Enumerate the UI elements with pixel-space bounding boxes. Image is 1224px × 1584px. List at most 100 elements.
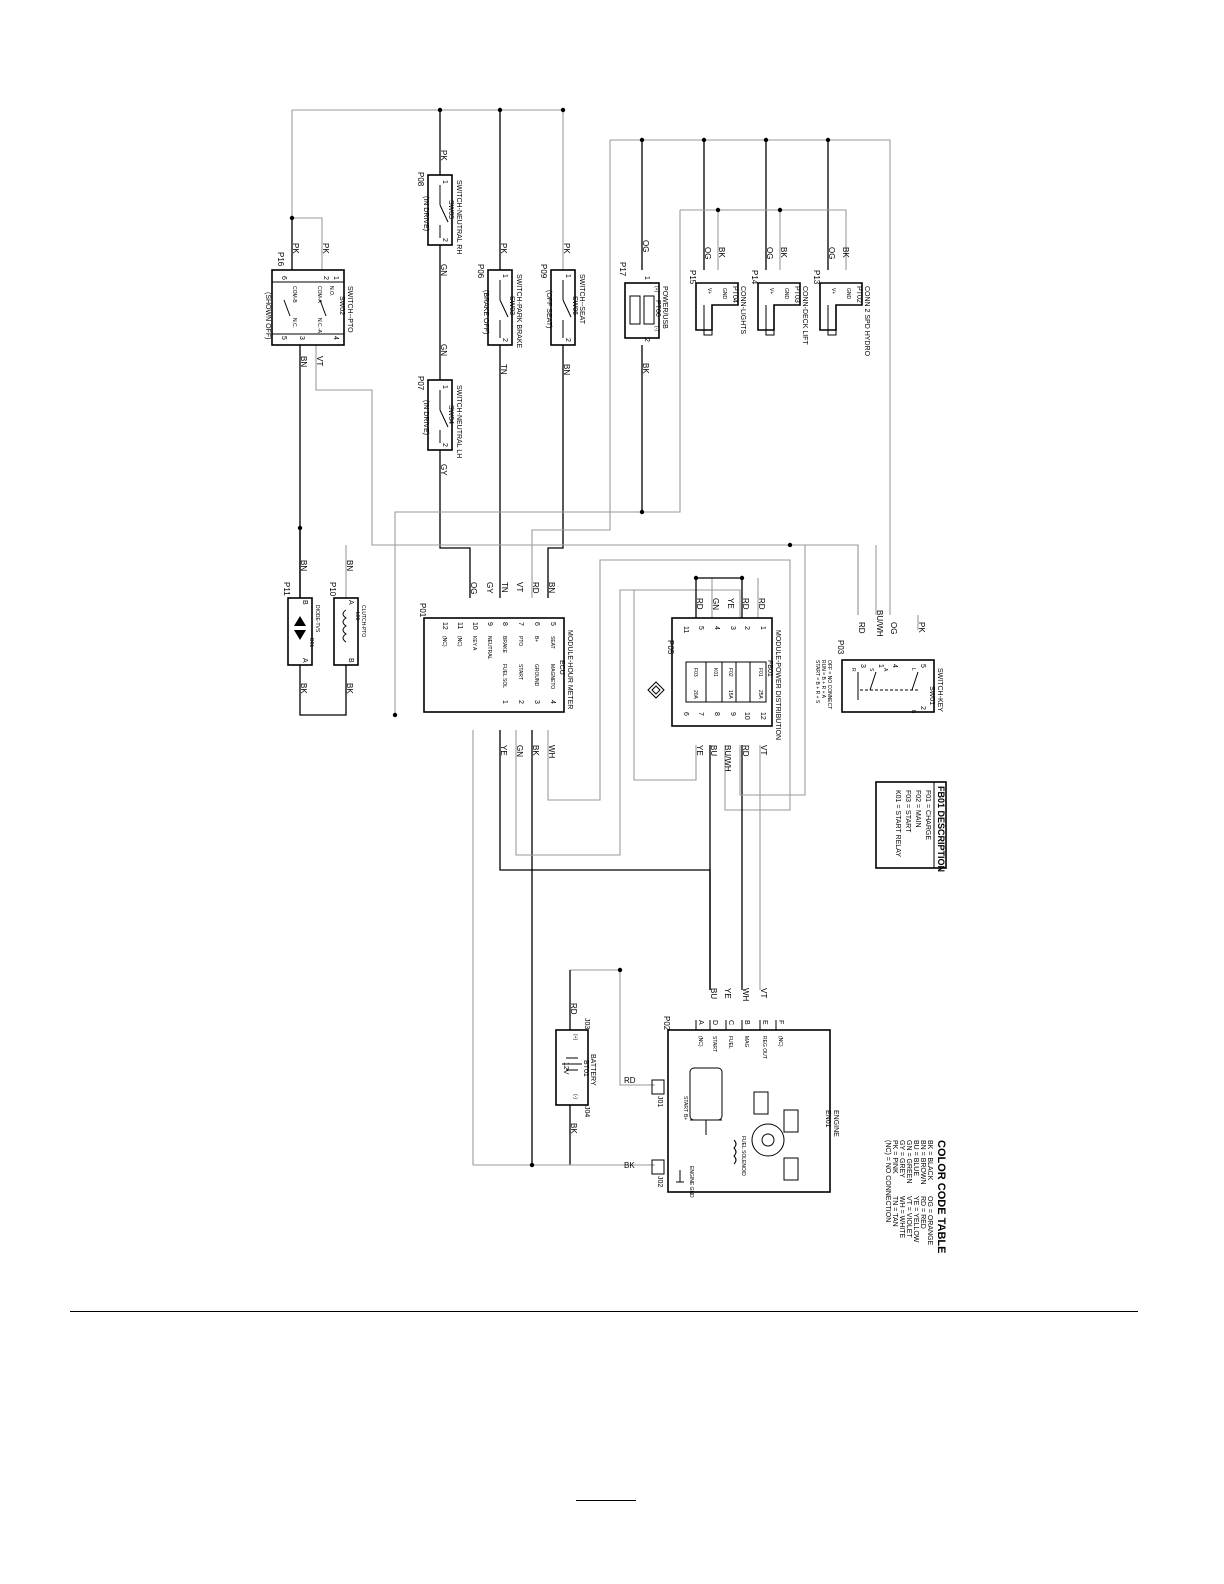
wire-label-bn: BN (299, 356, 308, 367)
ecu-pin-label: NEUTRAL (486, 636, 492, 660)
color-code-entry: BK = BLACK (926, 1140, 933, 1181)
wire-label-group: PK PK PK GN GN GY PK TN PK BN OG BK OG B… (291, 150, 926, 1170)
svg-text:FB01: FB01 (766, 660, 773, 677)
color-code-entry: RD = RED (919, 1196, 926, 1229)
engine-pin-letter: B (743, 1020, 750, 1025)
wire-og-bus (610, 139, 891, 615)
wire-label-rd: RD (857, 622, 866, 634)
power-usb: 1 2 (+) (-) POWER/USB PT06 P17 (618, 262, 668, 342)
svg-text:2: 2 (643, 338, 650, 342)
wire-label-gn: GN (439, 344, 448, 356)
wire-fb-rd-up (739, 545, 806, 796)
ecu-pin-label: (NC) (441, 636, 447, 647)
ecu-pin-number: 5 (549, 622, 556, 626)
ecu-pin-number: 4 (549, 700, 556, 704)
svg-text:J02: J02 (656, 1176, 663, 1187)
svg-text:V+: V+ (706, 288, 712, 294)
key-pin-term: B (910, 710, 916, 714)
hour-meter-title: MODULE-HOUR METER (566, 630, 573, 709)
wire-label-vt: VT (515, 582, 524, 592)
wire-clutch-bk (299, 665, 347, 716)
wires (291, 109, 919, 1166)
svg-text:F03: F03 (692, 668, 698, 677)
pto-switch: 6 2 1 5 3 4 COM-B N.C. COM-A N.C.-A N.O.… (264, 252, 353, 346)
svg-text:(BRAKE OFF): (BRAKE OFF) (482, 290, 489, 334)
hydro-connector: V+ GND CONN 2 SPD HYDRO PT02 P13 (812, 270, 870, 357)
color-code-entry: VT = VIOLET (905, 1196, 912, 1238)
engine-pin-label: MAG (743, 1036, 749, 1048)
key-switch-title: SWITCH-KEY (936, 668, 943, 712)
wire-label-bk: BK (641, 363, 650, 374)
wire-label-pk: PK (291, 243, 300, 254)
svg-text:2: 2 (441, 443, 448, 447)
wire-label-buwh: BU/WH (875, 610, 884, 637)
svg-text:(+): (+) (653, 286, 659, 293)
svg-text:P14: P14 (750, 270, 759, 285)
color-code-entry: OG = ORANGE (926, 1196, 933, 1246)
svg-text:(OFF SEAT): (OFF SEAT) (545, 290, 552, 328)
fb-pin-number: 12 (759, 712, 766, 720)
svg-text:P03: P03 (836, 640, 845, 655)
svg-text:F03 = START: F03 = START (904, 790, 911, 833)
svg-text:OFF = NO CONNECT: OFF = NO CONNECT (826, 660, 832, 709)
key-pin-number: 5 (919, 664, 926, 668)
fb-pin-number: 4 (713, 626, 720, 630)
wire-label-bk: BK (531, 745, 540, 756)
svg-text:2: 2 (564, 338, 571, 342)
svg-text:P16: P16 (276, 252, 285, 267)
engine-title: ENGINE (832, 1110, 839, 1137)
key-pin-term: R (850, 668, 856, 672)
ecu-pin-number: 11 (456, 622, 463, 629)
wire-label-gn: GN (711, 598, 720, 610)
deck-lift-connector: V+ GND CONN-DECK LIFT PT03 P14 (750, 270, 808, 345)
ecu-pin-label: B+ (533, 636, 539, 642)
svg-text:COM-A: COM-A (316, 286, 322, 303)
wire-label-pk: PK (321, 243, 330, 254)
fb01-description-title: FB01 DESCRIPTION (936, 786, 946, 872)
svg-text:V+: V+ (830, 288, 836, 294)
lights-connector: V+ GND CONN-LIGHTS PT04 P15 (688, 270, 746, 336)
svg-text:N.C.-A: N.C.-A (316, 318, 322, 334)
svg-text:PT03: PT03 (793, 286, 800, 303)
svg-text:GND: GND (845, 288, 851, 300)
svg-text:11: 11 (682, 626, 689, 633)
engine-pin-label: REG OUT (761, 1036, 767, 1059)
wire-ecu-gn (515, 589, 741, 856)
ecu-pin-label: FUEL SOL (501, 664, 507, 688)
svg-text:N.C.: N.C. (291, 318, 297, 328)
svg-text:A: A (301, 658, 308, 663)
fb01-description: FB01 DESCRIPTION F01 = CHARGE F02 = MAIN… (875, 781, 947, 872)
color-code-entry: (NC) = NO CONNECTION (884, 1140, 891, 1222)
engine-pin-letter: F (777, 1020, 784, 1024)
svg-text:5: 5 (280, 336, 287, 340)
svg-text:F02: F02 (727, 668, 733, 677)
wire-label-rd: RD (741, 745, 750, 757)
power-distribution-title: MODULE-POWER DISTRIBUTION (774, 630, 781, 740)
svg-text:P06: P06 (476, 264, 485, 279)
svg-text:(SHOWN OFF): (SHOWN OFF) (264, 292, 271, 339)
wire-pto-vt (315, 345, 859, 615)
wire-label-vt: VT (315, 356, 324, 366)
wire-label-og: OG (703, 247, 712, 259)
svg-text:12V: 12V (562, 1062, 569, 1075)
svg-text:P08: P08 (416, 172, 425, 187)
svg-text:1: 1 (332, 276, 339, 280)
hydro-connector-title: CONN 2 SPD HYDRO (863, 286, 870, 357)
svg-text:2: 2 (322, 276, 329, 280)
svg-text:V+: V+ (768, 288, 774, 294)
svg-text:2: 2 (441, 238, 448, 242)
fb-pin-number: 7 (697, 712, 704, 716)
svg-text:15A: 15A (727, 690, 733, 700)
wire-neutral-gy (439, 450, 471, 598)
svg-text:SW02: SW02 (338, 296, 345, 315)
svg-text:START: START (682, 1096, 688, 1112)
wire-label-bk: BK (779, 247, 788, 258)
wire-label-ye: YE (723, 988, 732, 999)
ecu-pin-label: START (517, 664, 523, 680)
fb-pin-number: 2 (743, 626, 750, 630)
color-code-entry: YE = YELLOW (912, 1196, 919, 1243)
wire-label-og: OG (641, 240, 650, 252)
ecu-pin-number: 8 (501, 622, 508, 626)
